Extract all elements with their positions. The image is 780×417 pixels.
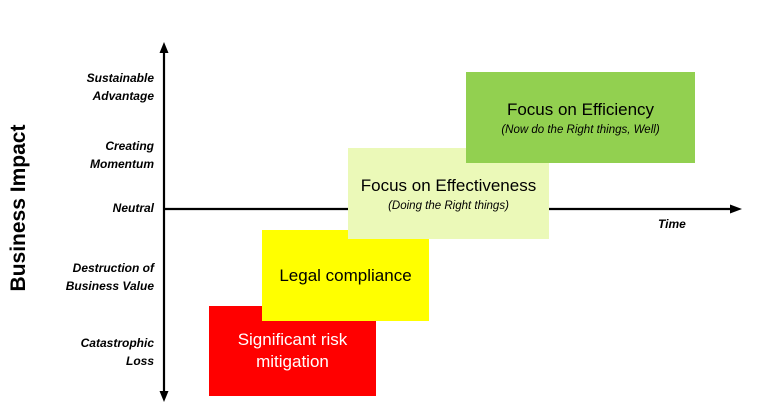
y-axis-arrow-up: [159, 42, 169, 53]
y-axis-arrow-down: [159, 391, 169, 402]
stage-title: Legal compliance: [279, 265, 412, 285]
level-label-catastrophic-loss: Catastrophic Loss: [80, 336, 154, 368]
level-label-neutral: Neutral: [112, 201, 154, 215]
level-label-sustainable-advantage: Sustainable Advantage: [86, 71, 154, 103]
stage-box-legal-compliance: Legal compliance: [262, 230, 429, 321]
level-label-destruction: Destruction of Business Value: [65, 261, 154, 293]
stage-subtitle: (Doing the Right things): [388, 200, 509, 212]
stage-box-risk-mitigation: Significant risk mitigation: [209, 306, 376, 396]
x-axis-label: Time: [658, 217, 686, 231]
stage-title: Significant risk mitigation: [237, 330, 348, 371]
x-axis-arrow: [730, 204, 742, 214]
stage-title: Focus on Efficiency: [506, 100, 655, 119]
level-label-creating-momentum: Creating Momentum: [90, 139, 154, 171]
stage-title: Focus on Effectiveness: [360, 176, 537, 195]
stage-subtitle: (Now do the Right things, Well): [501, 124, 660, 136]
stage-box-efficiency: Focus on Efficiency (Now do the Right th…: [466, 72, 695, 163]
stage-box-effectiveness: Focus on Effectiveness (Doing the Right …: [348, 148, 549, 239]
y-axis-title: Business Impact: [7, 124, 30, 292]
